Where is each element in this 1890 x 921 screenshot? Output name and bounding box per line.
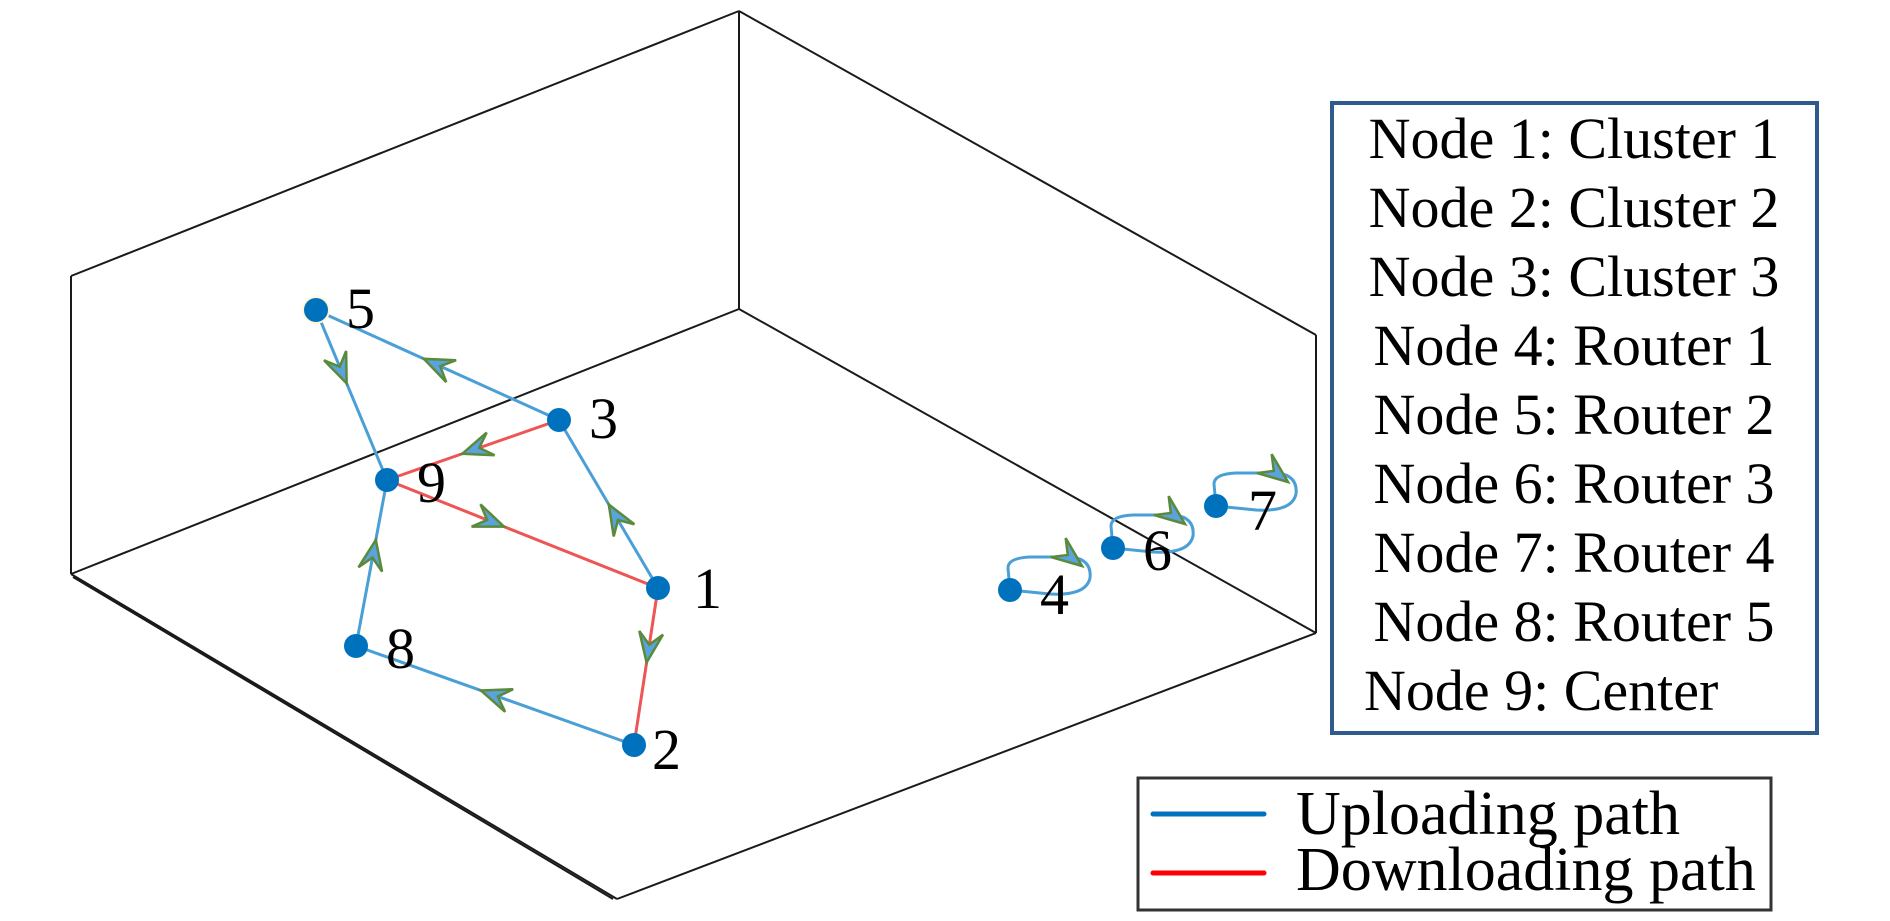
info-line-7: Node 7: Router 4	[1373, 520, 1774, 585]
node-7: 7	[1204, 478, 1277, 543]
node-3: 3	[547, 386, 618, 451]
node-6: 6	[1101, 518, 1172, 583]
arrow-head-3-to-5	[420, 357, 457, 383]
node-1-marker	[646, 576, 670, 600]
node-3-marker	[547, 408, 571, 432]
info-line-6: Node 6: Router 3	[1373, 451, 1774, 516]
info-line-3: Node 3: Cluster 3	[1369, 244, 1780, 309]
node-5: 5	[302, 276, 375, 341]
frame-back-top-right-edge	[738, 10, 1317, 336]
node-8: 8	[344, 616, 415, 681]
frame-floor-back-right-edge	[738, 308, 1317, 634]
nodes-layer: 1 2 3 4 5 6 7 8 9	[302, 276, 1277, 782]
legend-border	[1136, 776, 1773, 912]
node-5-label: 5	[346, 276, 375, 341]
arrow-head-2-to-8	[477, 687, 514, 713]
node-3-label: 3	[589, 386, 618, 451]
info-line-9: Node 9: Center	[1364, 658, 1718, 723]
node-4: 4	[998, 562, 1069, 627]
downloading-edge-1-to-2	[632, 587, 660, 746]
self-loop-node-6	[1109, 513, 1195, 554]
node-7-label: 7	[1248, 478, 1277, 543]
frame-floor-front-right-edge	[616, 632, 1317, 900]
arrow-head-3-to-9	[459, 431, 496, 457]
frame-back-top-left-edge	[70, 10, 740, 277]
info-line-1: Node 1: Cluster 1	[1369, 106, 1780, 171]
frame-floor-front-left-edge	[70, 573, 618, 900]
arrow-head-loop-6	[1153, 495, 1188, 527]
arrow-head-loop-7	[1256, 453, 1291, 485]
legend-label-uploading: Uploading path	[1296, 780, 1680, 848]
bounding-box-frame	[70, 10, 1317, 900]
node-2-label: 2	[652, 717, 681, 782]
node-6-marker	[1101, 536, 1125, 560]
arrow-head-9-to-1	[471, 503, 508, 528]
arrow-head-5-to-9	[323, 350, 348, 387]
node-7-marker	[1204, 494, 1228, 518]
node-9: 9	[375, 450, 446, 515]
node-1-label: 1	[693, 556, 722, 621]
node-5-marker	[304, 298, 328, 322]
self-loop-node-7	[1212, 471, 1298, 512]
node-4-marker	[998, 578, 1022, 602]
arrows-layer	[323, 350, 1291, 713]
info-line-2: Node 2: Cluster 2	[1369, 175, 1780, 240]
node-6-label: 6	[1143, 518, 1172, 583]
arrow-head-1-to-2	[638, 630, 665, 666]
uploading-edge-8-to-9	[354, 479, 389, 647]
uploading-edge-5-to-9	[314, 309, 389, 481]
info-line-5: Node 5: Router 2	[1373, 382, 1774, 447]
node-8-label: 8	[386, 616, 415, 681]
info-line-8: Node 8: Router 5	[1373, 589, 1774, 654]
node-4-label: 4	[1040, 562, 1069, 627]
self-loop-node-4	[1006, 555, 1092, 596]
legend-label-downloading: Downloading path	[1296, 836, 1756, 904]
node-8-marker	[344, 634, 368, 658]
downloading-edge-9-to-1	[386, 478, 659, 590]
node-9-label: 9	[417, 450, 446, 515]
node-info-box-border	[1330, 101, 1819, 735]
node-2-marker	[622, 733, 646, 757]
node-2: 2	[622, 717, 681, 782]
frame-floor-back-left-edge	[70, 308, 740, 575]
node-1: 1	[646, 556, 722, 621]
frame-floor-front-left-edge-double	[72, 576, 614, 900]
node-9-marker	[375, 468, 399, 492]
node-info-box: Node 1: Cluster 1 Node 2: Cluster 2 Node…	[1330, 101, 1819, 735]
arrow-head-1-to-3	[607, 501, 636, 537]
legend: Uploading path Downloading path	[1136, 776, 1773, 912]
arrow-head-8-to-9	[357, 536, 384, 573]
arrow-head-loop-4	[1050, 537, 1085, 569]
info-line-4: Node 4: Router 1	[1373, 313, 1774, 378]
